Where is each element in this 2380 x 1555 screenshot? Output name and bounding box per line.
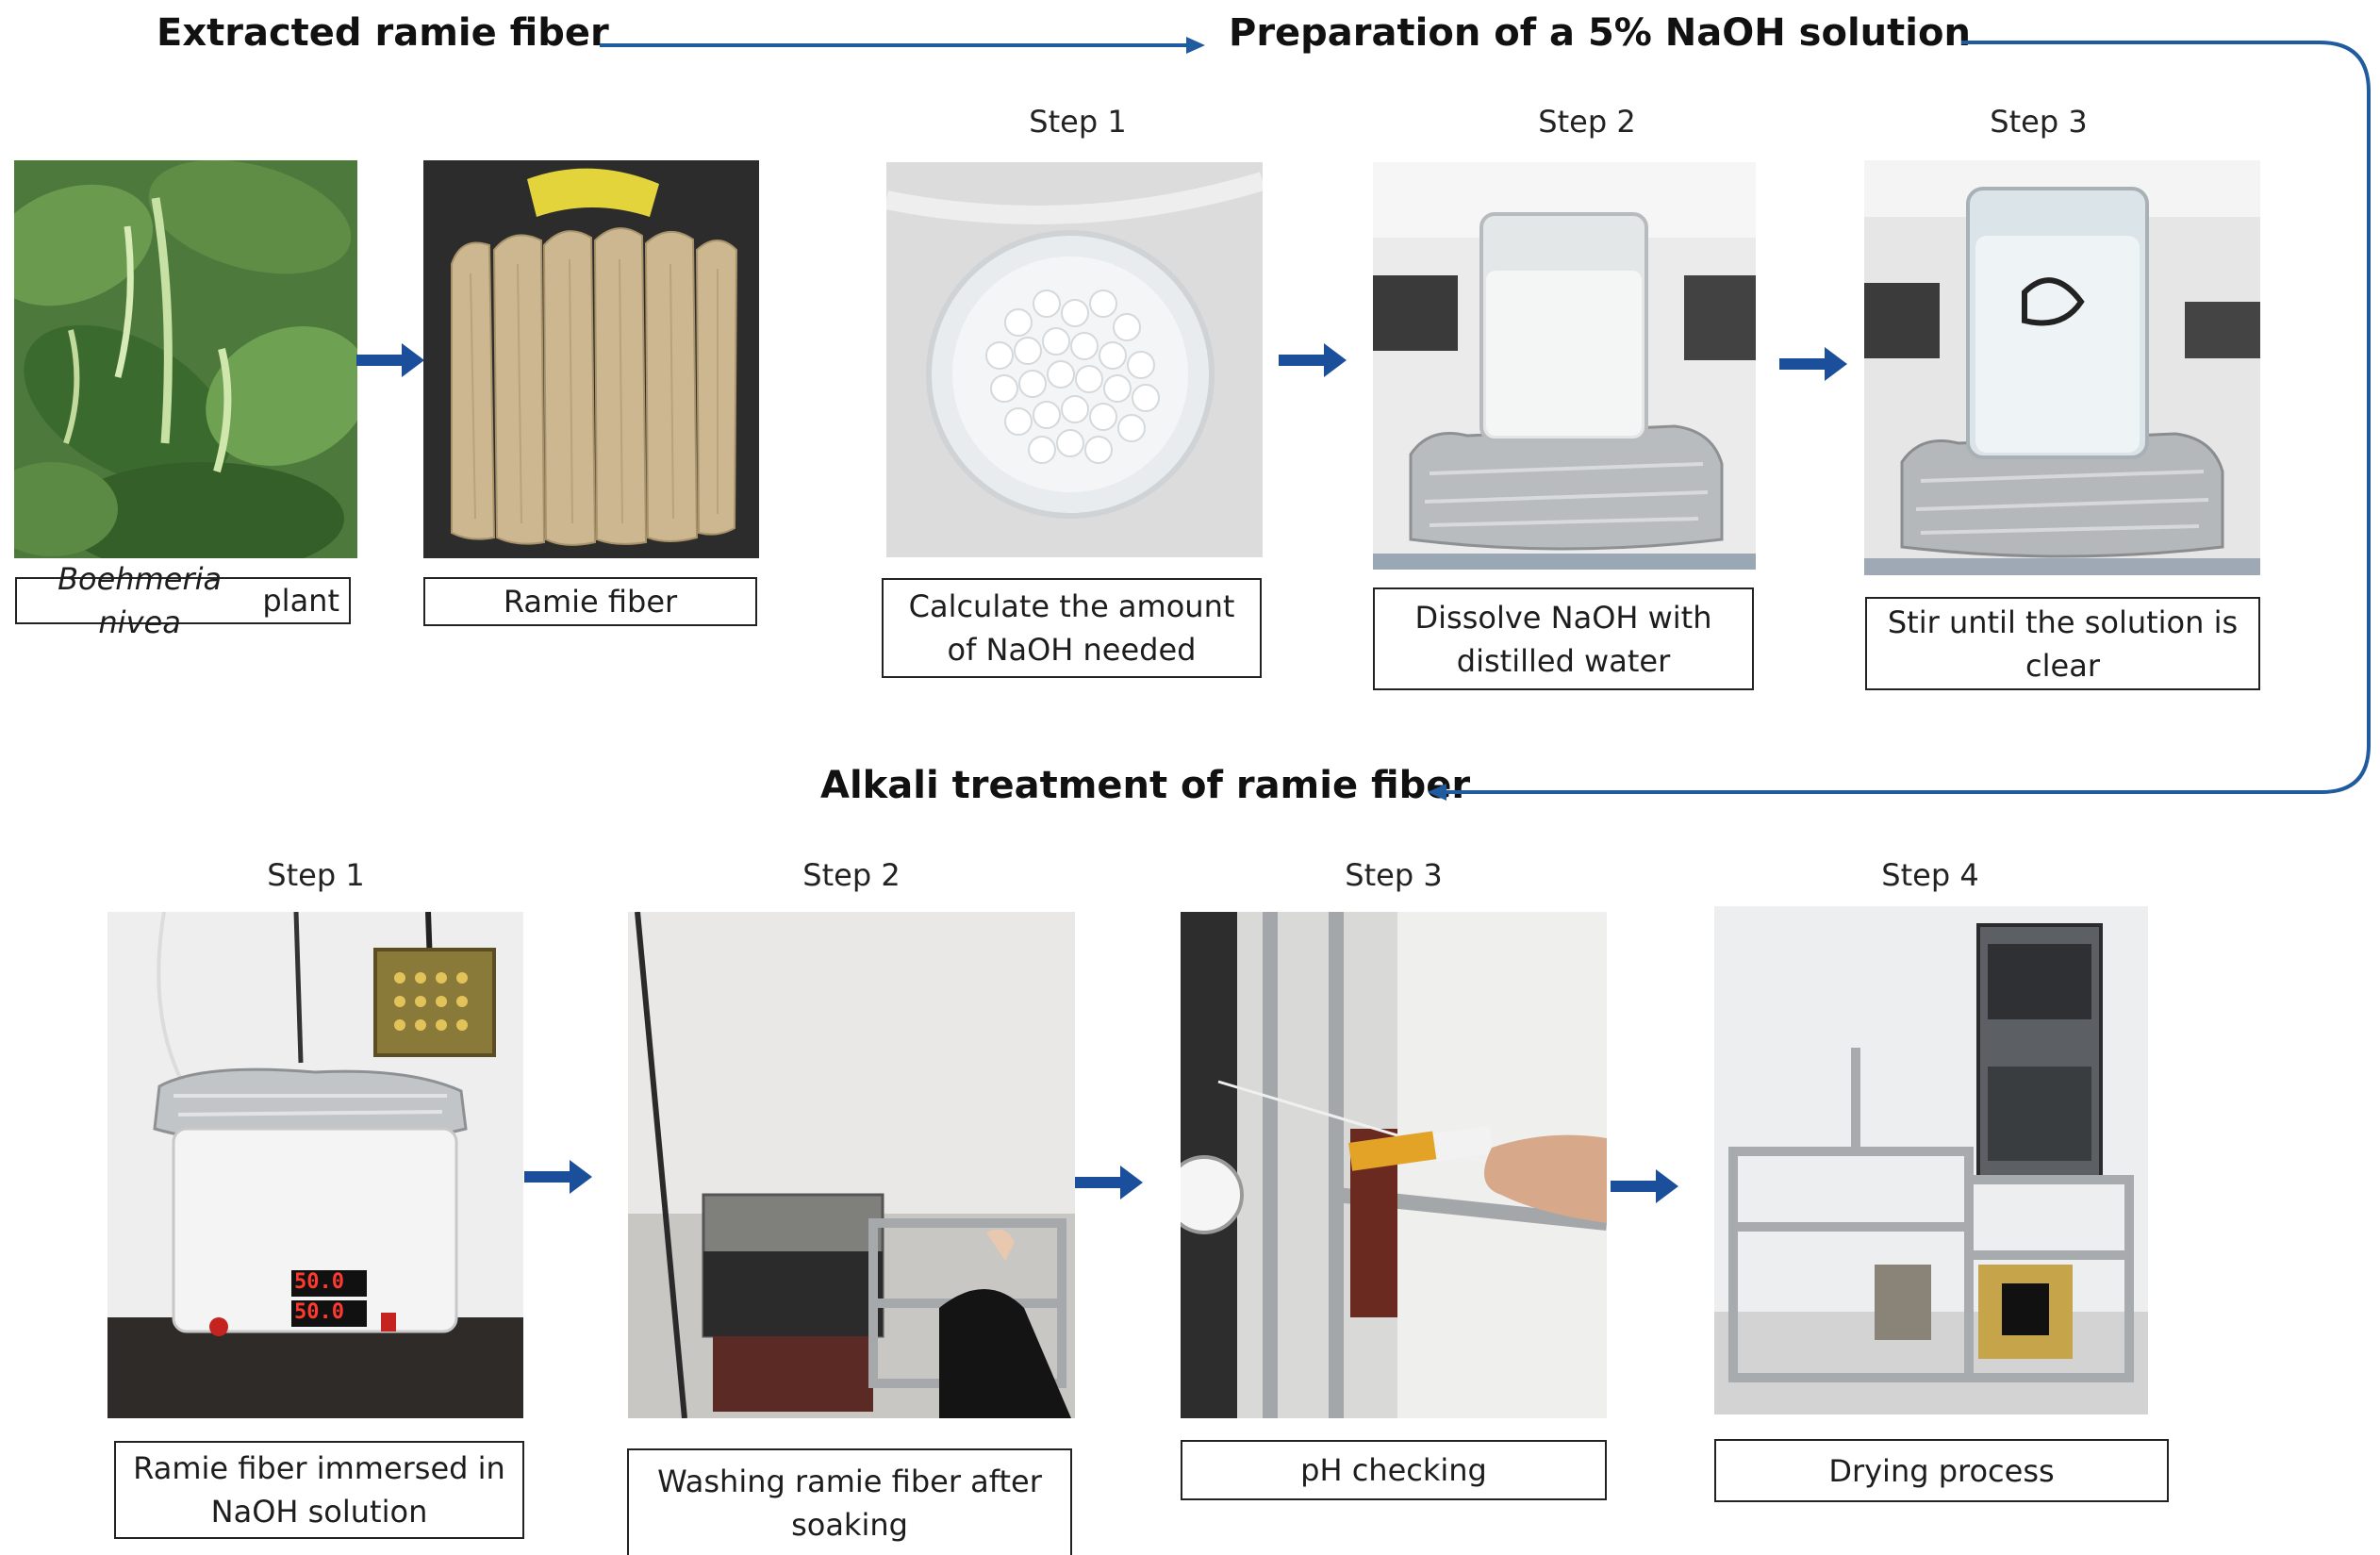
arrow-right bbox=[524, 1158, 594, 1196]
caption-alkali-step-1: Ramie fiber immersed in NaOH solution bbox=[114, 1441, 524, 1539]
heading-extracted-ramie-fiber: Extracted ramie fiber bbox=[157, 11, 609, 55]
washing-fiber-photo bbox=[628, 912, 1075, 1418]
alkali-step-3-label: Step 3 bbox=[1345, 857, 1443, 893]
connector-arrowhead-left bbox=[1428, 784, 1446, 801]
boehmeria-plant-photo bbox=[14, 160, 357, 558]
alkali-step-1-label: Step 1 bbox=[267, 857, 365, 893]
caption-prep-step-1: Calculate the amount of NaOH needed bbox=[882, 578, 1262, 678]
heading-naoh-preparation: Preparation of a 5% NaOH solution bbox=[1229, 11, 1971, 55]
caption-ramie-fiber: Ramie fiber bbox=[423, 577, 757, 626]
caption-prep-step-2: Dissolve NaOH with distilled water bbox=[1373, 587, 1754, 690]
caption-alkali-step-3: pH checking bbox=[1181, 1440, 1607, 1500]
arrow-right bbox=[1279, 341, 1348, 379]
arrow-right bbox=[1779, 345, 1849, 383]
arrow-right bbox=[356, 341, 426, 379]
caption-boehmeria-plant: Boehmeria nivea plant bbox=[15, 561, 351, 640]
caption-alkali-step-4: Drying process bbox=[1714, 1439, 2169, 1502]
caption-prep-step-3: Stir until the solution is clear bbox=[1865, 597, 2260, 690]
beaker-dissolving-photo bbox=[1373, 162, 1756, 570]
bath-display-setpoint: 50.0 bbox=[294, 1270, 344, 1294]
drying-apparatus-photo bbox=[1714, 906, 2148, 1414]
alkali-step-4-label: Step 4 bbox=[1881, 857, 1979, 893]
section-connector-lines bbox=[600, 37, 2371, 801]
beaker-clear-solution-photo bbox=[1864, 160, 2260, 575]
alkali-step-2-label: Step 2 bbox=[802, 857, 901, 893]
caption-alkali-step-2: Washing ramie fiber after soaking bbox=[627, 1448, 1072, 1555]
heading-alkali-treatment: Alkali treatment of ramie fiber bbox=[820, 764, 1471, 807]
prep-step-1-label: Step 1 bbox=[1029, 104, 1127, 140]
naoh-pellets-photo bbox=[886, 162, 1263, 557]
prep-step-2-label: Step 2 bbox=[1538, 104, 1636, 140]
arrow-right bbox=[1611, 1167, 1680, 1205]
water-bath-photo bbox=[107, 912, 523, 1418]
connector-line-preparation-to-alkali bbox=[1443, 41, 2371, 794]
bath-display-actual: 50.0 bbox=[294, 1300, 344, 1324]
arrow-right bbox=[1075, 1164, 1145, 1201]
caption-boehmeria-rest: plant bbox=[253, 583, 339, 619]
ph-checking-photo bbox=[1181, 912, 1607, 1418]
connector-arrowhead-right bbox=[1186, 37, 1205, 54]
prep-step-3-label: Step 3 bbox=[1990, 104, 2088, 140]
ramie-fiber-photo bbox=[423, 160, 759, 558]
caption-boehmeria-species-name: Boehmeria nivea bbox=[58, 561, 223, 640]
